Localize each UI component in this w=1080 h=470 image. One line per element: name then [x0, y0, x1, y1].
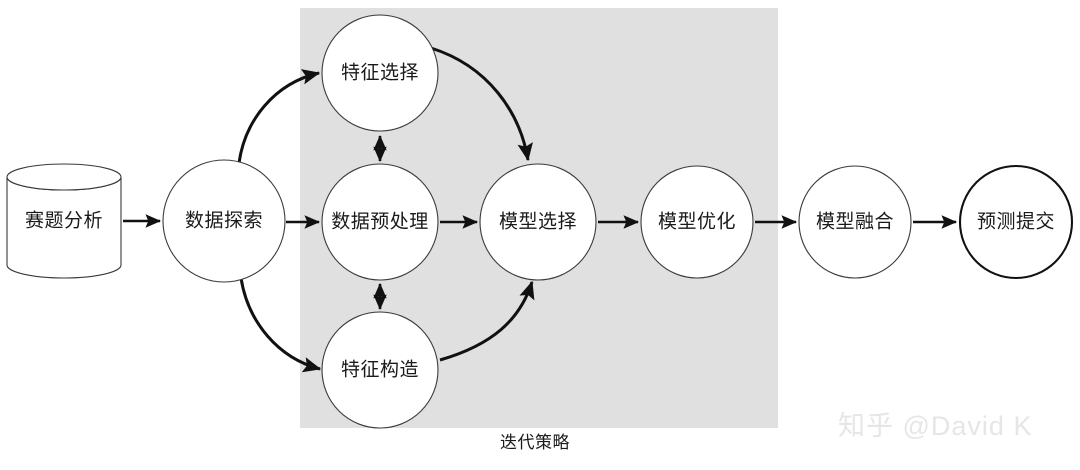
node-feature-construction[interactable]: 特征构造 — [321, 311, 439, 429]
node-label-feature-construction: 特征构造 — [341, 358, 419, 380]
node-label-model-optimization: 模型优化 — [658, 210, 736, 232]
node-label-problem-analysis: 赛题分析 — [25, 209, 103, 231]
node-label-prediction-submission: 预测提交 — [977, 210, 1055, 232]
node-circle — [479, 163, 597, 281]
iteration-strategy-caption: 迭代策略 — [500, 433, 570, 452]
edge-feature-selection-to-model-selection — [430, 46, 533, 162]
node-model-optimization[interactable]: 模型优化 — [640, 165, 754, 279]
edges-layer — [123, 46, 958, 373]
edge-feature-construction-to-model-selection — [439, 280, 535, 362]
node-circle — [162, 159, 286, 283]
node-problem-analysis[interactable]: 赛题分析 — [6, 163, 122, 279]
node-model-fusion[interactable]: 模型融合 — [798, 165, 912, 279]
node-circle — [321, 163, 439, 281]
node-circle — [958, 164, 1074, 280]
node-circle — [798, 165, 912, 279]
node-label-model-fusion: 模型融合 — [816, 210, 894, 232]
node-label-feature-selection: 特征选择 — [341, 61, 419, 83]
cylinder-top-ellipse — [6, 163, 122, 191]
node-feature-selection[interactable]: 特征选择 — [321, 14, 439, 132]
node-circle — [640, 165, 754, 279]
node-data-preprocessing[interactable]: 数据预处理 — [321, 163, 439, 281]
node-circle — [321, 14, 439, 132]
node-prediction-submission[interactable]: 预测提交 — [958, 164, 1074, 280]
node-data-exploration[interactable]: 数据探索 — [162, 159, 286, 283]
node-circle — [321, 311, 439, 429]
edge-data-exploration-to-feature-construction — [239, 277, 322, 373]
node-model-selection[interactable]: 模型选择 — [479, 163, 597, 281]
node-label-model-selection: 模型选择 — [499, 210, 577, 232]
node-label-data-exploration: 数据探索 — [185, 209, 263, 231]
watermark-zhihu: 知乎 @David K — [838, 411, 1032, 441]
edge-data-exploration-to-feature-selection — [237, 69, 321, 164]
node-label-data-preprocessing: 数据预处理 — [331, 210, 429, 232]
